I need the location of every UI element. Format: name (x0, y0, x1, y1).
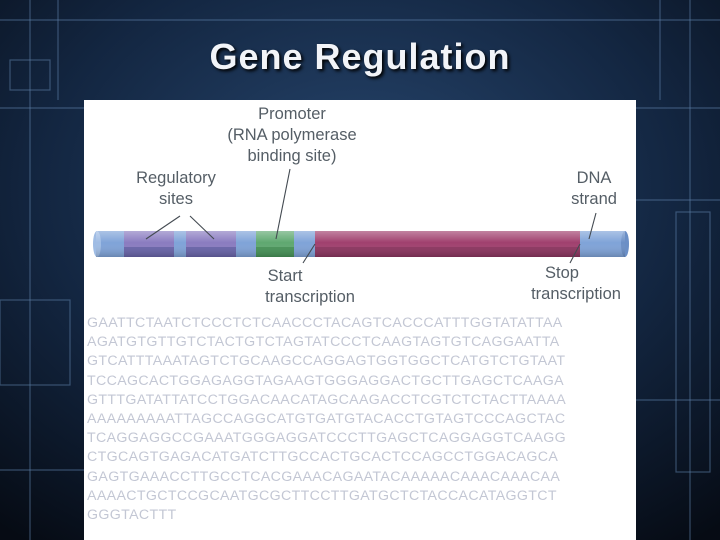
dna-sequence-text: GAATTCTAATCTCCCTCTCAACCCTACAGTCACCCATTTG… (87, 314, 635, 525)
stop-transcription-label: Stop transcription (518, 263, 634, 305)
sequence-line: GGGTACTTT (87, 506, 635, 525)
regulatory-sites-label: Regulatory sites (126, 168, 226, 210)
start-transcription-label: Start transcription (250, 266, 370, 308)
sequence-line: TCAGGAGGCCGAAATGGGAGGATCCCTTGAGCTCAGGAGG… (87, 429, 635, 448)
sequence-line: GAATTCTAATCTCCCTCTCAACCCTACAGTCACCCATTTG… (87, 314, 635, 333)
dna-strand-label: DNA strand (564, 168, 624, 210)
sequence-line: AAAACTGCTCCGCAATGCGCTTCCTTGATGCTCTACCACA… (87, 487, 635, 506)
sequence-line: GTCATTTAAATAGTCTGCAAGCCAGGAGTGGTGGCTCATG… (87, 352, 635, 371)
sequence-line: CTGCAGTGAGACATGATCTTGCCACTGCACTCCAGCCTGG… (87, 448, 635, 467)
sequence-line: AGATGTGTTGTCTACTGTCTAGTATCCCTCAAGTAGTGTC… (87, 333, 635, 352)
gene-diagram-figure: Promoter (RNA polymerase binding site) R… (84, 100, 636, 540)
sequence-line: AAAAAAAAATTAGCCAGGCATGTGATGTACACCTGTAGTC… (87, 410, 635, 429)
slide-title: Gene Regulation (0, 36, 720, 86)
sequence-line: GTTTGATATTATCCTGGACAACATAGCAAGACCTCGTCTC… (87, 391, 635, 410)
promoter-label: Promoter (RNA polymerase binding site) (212, 104, 372, 167)
sequence-line: GAGTGAAACCTTGCCTCACGAAACAGAATACAAAAACAAA… (87, 468, 635, 487)
sequence-line: TCCAGCACTGGAGAGGTAGAAGTGGGAGGACTGCTTGAGC… (87, 372, 635, 391)
promoter-leader (276, 169, 290, 239)
